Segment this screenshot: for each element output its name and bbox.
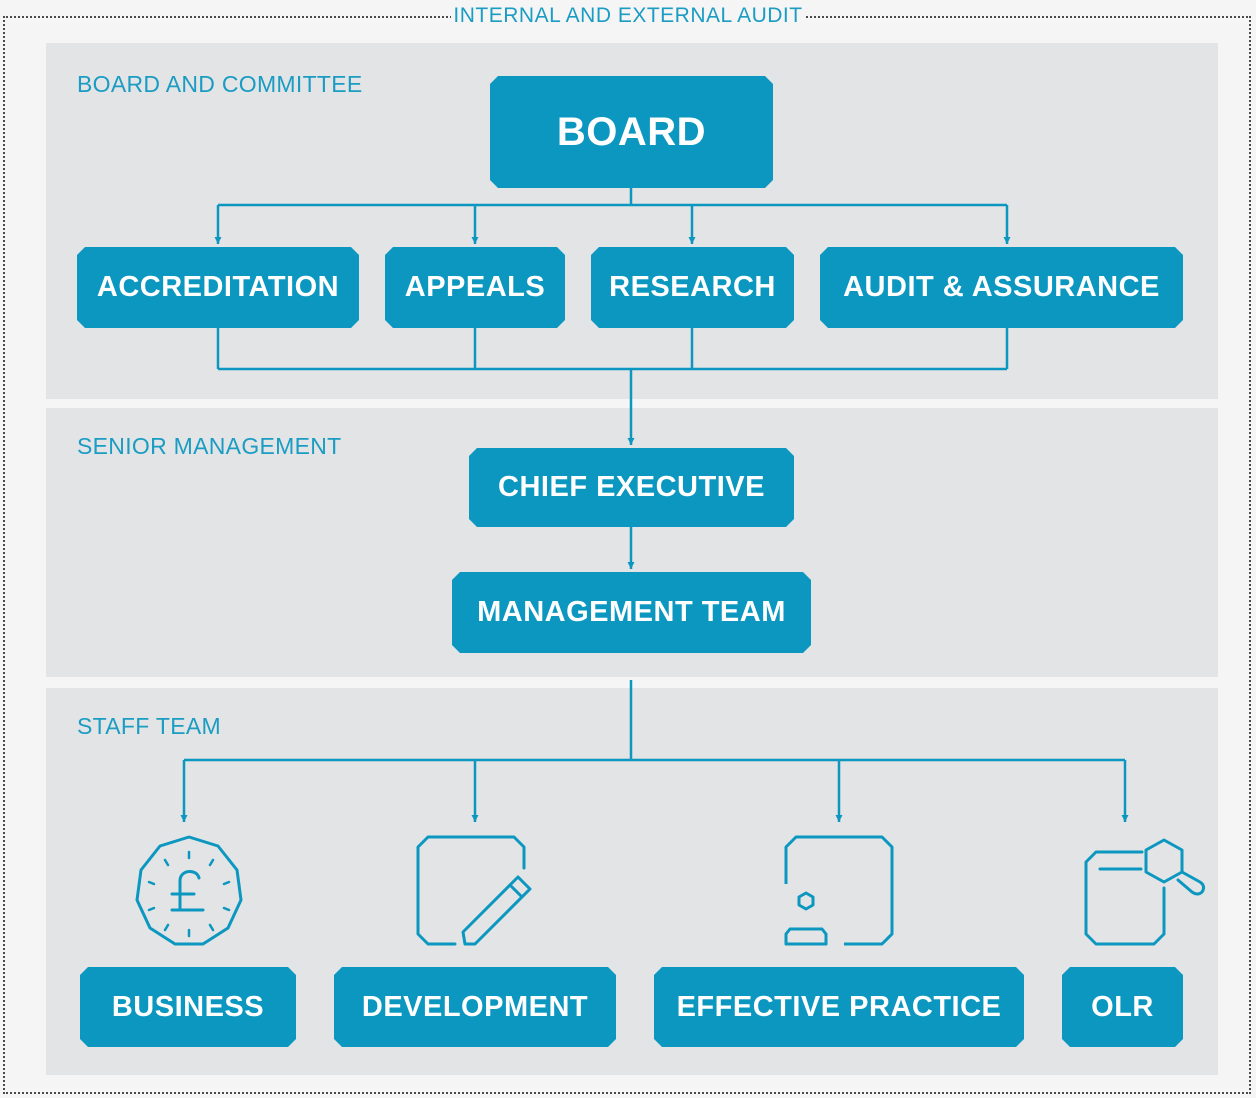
committee-appeals: APPEALS (385, 247, 565, 328)
team-effective-practice: EFFECTIVE PRACTICE (654, 967, 1024, 1047)
board-band-label: BOARD AND COMMITTEE (77, 71, 363, 97)
board-box: BOARD (490, 76, 773, 188)
team-development: DEVELOPMENT (334, 967, 616, 1047)
staff-team-band-label: STAFF TEAM (77, 713, 221, 739)
pound-coin-icon (135, 835, 243, 946)
chief-executive-box: CHIEF EXECUTIVE (469, 448, 794, 527)
committee-research: RESEARCH (591, 247, 794, 328)
senior-management-band-label: SENIOR MANAGEMENT (77, 433, 342, 459)
pencil-notepad-icon (416, 835, 532, 946)
management-team-box: MANAGEMENT TEAM (452, 572, 811, 653)
team-business: BUSINESS (80, 967, 296, 1047)
committee-accreditation: ACCREDITATION (77, 247, 359, 328)
person-frame-icon (784, 835, 894, 946)
committee-audit-assurance: AUDIT & ASSURANCE (820, 247, 1183, 328)
team-olr: OLR (1062, 967, 1183, 1047)
magnifier-hexagon-icon (1084, 838, 1206, 946)
